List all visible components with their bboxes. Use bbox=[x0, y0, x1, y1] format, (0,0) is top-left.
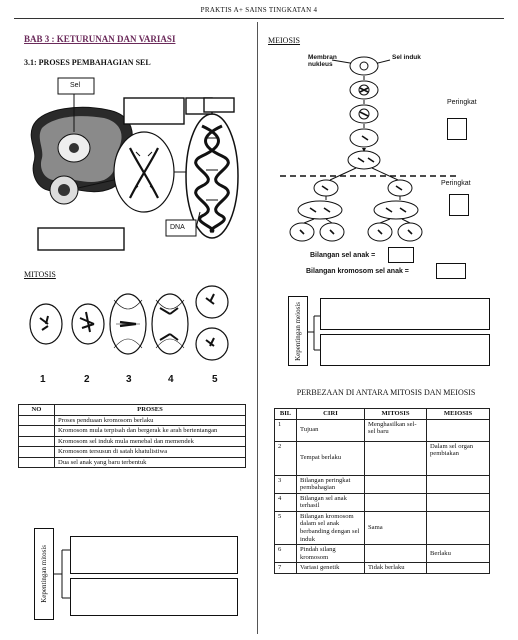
section-title: 3.1: PROSES PEMBAHAGIAN SEL bbox=[24, 58, 151, 67]
proses-cell: Kromosom tersusun di satah khatulistiwa bbox=[54, 446, 246, 458]
meiosis-cell[interactable] bbox=[426, 418, 490, 442]
header-divider bbox=[14, 18, 504, 19]
table-row: Dua sel anak yang baru terbentuk bbox=[18, 456, 246, 469]
stage-number-5: 5 bbox=[212, 374, 218, 385]
table-row: Kromosom tersusun di satah khatulistiwa bbox=[18, 446, 246, 458]
bil-cell: 6 bbox=[274, 544, 297, 564]
daughter-count-answer[interactable] bbox=[388, 247, 414, 263]
meiosis-importance-label-box: Kepentingan meiosis bbox=[288, 296, 308, 366]
stage-number-1: 1 bbox=[40, 374, 46, 385]
meiosis-importance-answer-2[interactable] bbox=[320, 334, 490, 366]
table-row: 5 Bilangan kromosom dalam sel anak berba… bbox=[274, 510, 490, 546]
proses-cell: Dua sel anak yang baru terbentuk bbox=[54, 456, 246, 469]
label-stage-2: Peringkat bbox=[441, 180, 471, 187]
meiosis-cell[interactable] bbox=[426, 510, 490, 546]
header-proses: PROSES bbox=[54, 404, 246, 416]
mitosis-stages-diagram bbox=[29, 285, 229, 361]
meiosis-importance-connector bbox=[308, 315, 320, 351]
table-row: 7 Variasi genetik Tidak berlaku bbox=[274, 562, 490, 574]
label-membrane: Membran nukleus bbox=[308, 54, 337, 69]
mitosis-cell: Sama bbox=[364, 510, 427, 546]
mitosis-cell[interactable] bbox=[364, 474, 427, 494]
mitosis-cell: Tidak berlaku bbox=[364, 562, 427, 574]
page-header: PRAKTIS A+ SAINS TINGKATAN 4 bbox=[200, 6, 318, 14]
no-cell[interactable] bbox=[18, 456, 55, 469]
daughter-count-label: Bilangan sel anak = bbox=[310, 252, 376, 259]
mitosis-title: MITOSIS bbox=[24, 270, 56, 279]
ciri-cell: Tempat berlaku bbox=[296, 440, 365, 476]
table-row: Proses penduaan kromosom berlaku bbox=[18, 414, 246, 427]
table-row: 1 Tujuan Menghasilkan sel-sel baru bbox=[274, 418, 490, 442]
meiosis-importance-answer-1[interactable] bbox=[320, 298, 490, 330]
table-header-row: BIL CIRI MITOSIS MEIOSIS bbox=[274, 408, 490, 420]
bil-cell: 4 bbox=[274, 492, 297, 512]
no-cell[interactable] bbox=[18, 425, 55, 437]
meiosis-importance-label: Kepentingan meiosis bbox=[294, 301, 302, 361]
mitosis-importance-connector bbox=[54, 549, 70, 599]
meiosis-title: MEIOSIS bbox=[268, 36, 301, 45]
ciri-cell: Pindah silang kromosom bbox=[296, 544, 365, 564]
stage-number-3: 3 bbox=[126, 374, 132, 385]
meiosis-cell[interactable] bbox=[426, 474, 490, 494]
chapter-title: BAB 3 : KETURUNAN DAN VARIASI bbox=[24, 34, 176, 44]
label-stage-1: Peringkat bbox=[447, 99, 477, 106]
table-row: 3 Bilangan peringkat pembahagian bbox=[274, 474, 490, 494]
comparison-table: BIL CIRI MITOSIS MEIOSIS 1 Tujuan Mengha… bbox=[274, 408, 490, 574]
bil-cell: 3 bbox=[274, 474, 297, 494]
ciri-cell: Bilangan kromosom dalam sel anak berband… bbox=[296, 510, 365, 546]
mitosis-cell[interactable] bbox=[364, 492, 427, 512]
mitosis-cell[interactable] bbox=[364, 544, 427, 564]
proses-cell: Kromosom mula terpisah dan bergerak ke a… bbox=[54, 425, 246, 437]
header-mitosis: MITOSIS bbox=[364, 408, 427, 420]
meiosis-cell[interactable] bbox=[426, 492, 490, 512]
daughter-chromosome-answer[interactable] bbox=[436, 263, 466, 279]
bil-cell: 1 bbox=[274, 418, 297, 442]
mitosis-importance-label: Kepentingan mitosis bbox=[40, 545, 48, 603]
mitosis-cell[interactable] bbox=[364, 440, 427, 476]
table-row: 6 Pindah silang kromosom Berlaku bbox=[274, 544, 490, 564]
proses-cell: Kromosom sel induk mula menebal dan meme… bbox=[54, 435, 246, 448]
meiosis-cell: Dalam sel organ pembiakan bbox=[426, 440, 490, 476]
mitosis-process-table: NO PROSES Proses penduaan kromosom berla… bbox=[18, 404, 246, 469]
stage-number-4: 4 bbox=[168, 374, 174, 385]
table-row: 2 Tempat berlaku Dalam sel organ pembiak… bbox=[274, 440, 490, 476]
bil-cell: 5 bbox=[274, 510, 297, 546]
comparison-title: PERBEZAAN DI ANTARA MITOSIS DAN MEIOSIS bbox=[296, 388, 476, 397]
meiosis-cell[interactable] bbox=[426, 562, 490, 574]
column-divider bbox=[257, 22, 258, 634]
proses-cell: Proses penduaan kromosom berlaku bbox=[54, 414, 246, 427]
ciri-cell: Bilangan peringkat pembahagian bbox=[296, 474, 365, 494]
ciri-cell: Bilangan sel anak terhasil bbox=[296, 492, 365, 512]
ciri-cell: Tujuan bbox=[296, 418, 365, 442]
header-ciri: CIRI bbox=[296, 408, 365, 420]
table-header-row: NO PROSES bbox=[18, 404, 246, 416]
table-row: Kromosom mula terpisah dan bergerak ke a… bbox=[18, 425, 246, 437]
label-dna: DNA bbox=[170, 224, 185, 231]
stage-number-2: 2 bbox=[84, 374, 90, 385]
no-cell[interactable] bbox=[18, 446, 55, 458]
mitosis-importance-label-box: Kepentingan mitosis bbox=[34, 528, 54, 620]
header-no: NO bbox=[18, 404, 55, 416]
header-bil: BIL bbox=[274, 408, 297, 420]
mitosis-cell: Menghasilkan sel-sel baru bbox=[364, 418, 427, 442]
mitosis-importance-answer-1[interactable] bbox=[70, 536, 238, 574]
table-row: Kromosom sel induk mula menebal dan meme… bbox=[18, 435, 246, 448]
header-meiosis: MEIOSIS bbox=[426, 408, 490, 420]
daughter-chromosome-label: Bilangan kromosom sel anak = bbox=[306, 268, 409, 275]
meiosis-cell: Berlaku bbox=[426, 544, 490, 564]
no-cell[interactable] bbox=[18, 435, 55, 448]
stage-1-answer-box[interactable] bbox=[447, 118, 467, 140]
stage-2-answer-box[interactable] bbox=[449, 194, 469, 216]
table-row: 4 Bilangan sel anak terhasil bbox=[274, 492, 490, 512]
mitosis-importance-answer-2[interactable] bbox=[70, 578, 238, 616]
ciri-cell: Variasi genetik bbox=[296, 562, 365, 574]
label-sel: Sel bbox=[70, 82, 81, 89]
no-cell[interactable] bbox=[18, 414, 55, 427]
bil-cell: 2 bbox=[274, 440, 297, 476]
bil-cell: 7 bbox=[274, 562, 297, 574]
meiosis-diagram bbox=[280, 56, 458, 242]
cell-dna-diagram bbox=[30, 77, 239, 251]
label-parent-cell: Sel induk bbox=[392, 54, 421, 61]
